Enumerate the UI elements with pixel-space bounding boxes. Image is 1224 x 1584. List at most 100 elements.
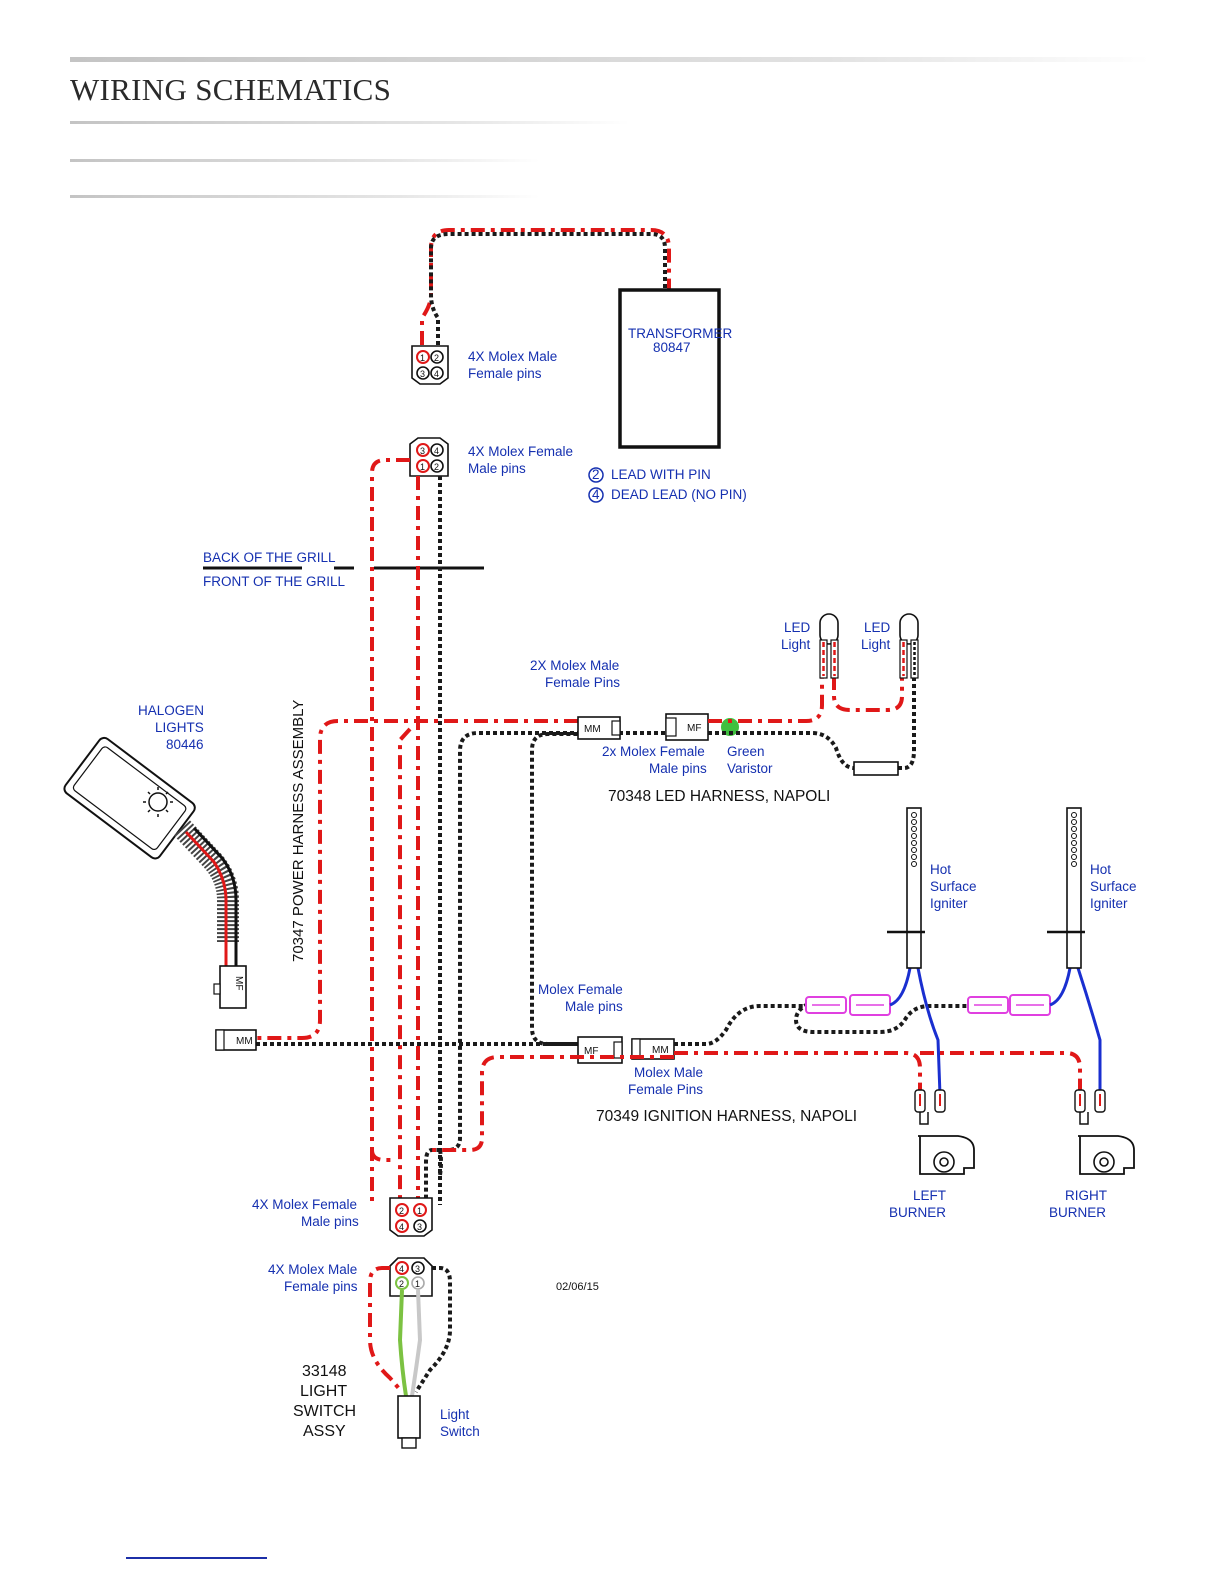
- pin-1: 1: [415, 1279, 420, 1289]
- led-light-2-label-1: LED: [864, 620, 891, 635]
- pin-2: 2: [399, 1279, 404, 1289]
- mm-led-connector: MM: [577, 716, 621, 740]
- footer-link-underline: [126, 1557, 267, 1559]
- mm-halogen-tag: MM: [236, 1036, 253, 1047]
- pin-4: 4: [434, 369, 439, 379]
- igniter-left-label-2: Surface: [930, 879, 977, 894]
- mm-led-tag: MM: [584, 724, 601, 735]
- front-of-grill-label: FRONT OF THE GRILL: [203, 574, 346, 589]
- led-light-1: [819, 613, 839, 679]
- halogen-label-3: 80446: [166, 737, 204, 752]
- legend-pin-number: 2: [592, 467, 600, 482]
- igniter-left-label-1: Hot: [930, 862, 951, 877]
- led-light-1-label-2: Light: [781, 637, 811, 652]
- pin-legend: 2 LEAD WITH PIN 4 DEAD LEAD (NO PIN): [588, 467, 747, 503]
- transformer-part: 80847: [653, 340, 691, 355]
- header-rule-1: [70, 121, 630, 124]
- halogen-red-wire: [256, 719, 578, 1040]
- pin-1: 1: [420, 462, 425, 472]
- left-burner-label-1: LEFT: [913, 1188, 946, 1203]
- hot-surface-igniter-right: [1047, 807, 1085, 969]
- header-rule-top: [70, 57, 1150, 62]
- switch-assy-label-4: ASSY: [303, 1423, 346, 1440]
- right-burner-label-2: BURNER: [1049, 1205, 1106, 1220]
- mf-led-tag: MF: [687, 723, 701, 734]
- pin-3: 3: [417, 1222, 422, 1232]
- molex-female-mid-label-2: Male pins: [565, 999, 623, 1014]
- pin-3: 3: [420, 446, 425, 456]
- halogen-bulb-icon: [143, 787, 173, 817]
- pin-3: 3: [415, 1264, 420, 1274]
- pin-4: 4: [399, 1264, 404, 1274]
- switch-green-wire: [397, 1289, 408, 1397]
- pin-2: 2: [399, 1206, 404, 1216]
- switch-assy-label-3: SWITCH: [293, 1403, 356, 1420]
- mf-ignition-connector: MF: [577, 1036, 623, 1064]
- pin-4: 4: [434, 446, 439, 456]
- molex-2x-female-label-2: Male pins: [649, 761, 707, 776]
- transformer-loop-wires: [420, 228, 671, 345]
- halogen-label-1: HALOGEN: [138, 703, 204, 718]
- light-switch: [397, 1395, 421, 1449]
- pin-3: 3: [420, 369, 425, 379]
- halogen-light-fixture: [63, 736, 196, 860]
- molex-bot-male-label-2: Female pins: [284, 1279, 358, 1294]
- pin-2: 2: [434, 353, 439, 363]
- legend-dead-text: DEAD LEAD (NO PIN): [611, 487, 747, 502]
- blue-wire-left-2: [916, 967, 942, 1096]
- mf-ign-tag: MF: [584, 1046, 598, 1057]
- molex-male-mid-label-2: Female Pins: [628, 1082, 703, 1097]
- hot-surface-igniter-left: [887, 807, 925, 969]
- ignition-black-return: [530, 732, 580, 1046]
- led-black-wire: [424, 731, 665, 1205]
- pin-1: 1: [420, 353, 425, 363]
- molex-2x-female-label-1: 2x Molex Female: [602, 744, 705, 759]
- power-harness-label: 70347 POWER HARNESS ASSEMBLY: [290, 700, 307, 962]
- halogen-label-2: LIGHTS: [155, 720, 204, 735]
- ignition-terminal-right: [967, 994, 1051, 1016]
- led-light-1-label-1: LED: [784, 620, 811, 635]
- igniter-right-label-1: Hot: [1090, 862, 1111, 877]
- mm-halogen-connector: MM: [215, 1029, 257, 1051]
- power-harness-trunk: [370, 458, 443, 1205]
- molex-top-female-label-2: Male pins: [468, 461, 526, 476]
- blue-wire-left-1: [889, 967, 912, 1007]
- molex-top-male-label-1: 4X Molex Male: [468, 349, 557, 364]
- molex-top-male-label-2: Female pins: [468, 366, 542, 381]
- igniter-left-label-3: Igniter: [930, 896, 968, 911]
- ignition-terminal-left: [805, 994, 891, 1016]
- led-resistor: [853, 761, 899, 776]
- light-switch-label-1: Light: [440, 1407, 470, 1422]
- legend-pin-text: LEAD WITH PIN: [611, 467, 711, 482]
- igniter-right-label-2: Surface: [1090, 879, 1137, 894]
- molex-2x-male-label-1: 2X Molex Male: [530, 658, 619, 673]
- molex-top-male-connector: 1 2 3 4: [411, 345, 449, 385]
- ignition-black-1: [674, 1004, 808, 1046]
- right-burner-valve: [1074, 1089, 1135, 1175]
- page-title: WIRING SCHEMATICS: [70, 72, 392, 107]
- switch-red-wire: [368, 1266, 404, 1394]
- molex-bot-female-label-1: 4X Molex Female: [252, 1197, 357, 1212]
- led-harness-label: 70348 LED HARNESS, NAPOLI: [608, 788, 830, 805]
- header-rule-3: [70, 195, 540, 198]
- ignition-black-2: [793, 1002, 968, 1034]
- blue-wire-right-1: [1049, 967, 1072, 1007]
- halogen-sleeved-cable: MF: [173, 820, 247, 1009]
- left-burner-valve: [914, 1089, 975, 1175]
- back-of-grill-label: BACK OF THE GRILL: [203, 550, 336, 565]
- molex-bot-male-label-1: 4X Molex Male: [268, 1262, 357, 1277]
- mf-led-connector: MF: [665, 713, 709, 741]
- ignition-red-left: [674, 1051, 922, 1090]
- header-rule-2: [70, 159, 540, 162]
- pin-4: 4: [399, 1222, 404, 1232]
- molex-female-mid-label-1: Molex Female: [538, 982, 623, 997]
- igniter-right-label-3: Igniter: [1090, 896, 1128, 911]
- switch-black-wire: [414, 1266, 452, 1394]
- transformer-name: TRANSFORMER: [628, 326, 733, 341]
- transformer-box: [618, 288, 721, 449]
- ignition-red-right: [920, 1051, 1082, 1090]
- blue-wire-right-2: [1076, 967, 1102, 1095]
- switch-assy-label-2: LIGHT: [300, 1383, 347, 1400]
- molex-top-female-connector: 3 4 1 2: [409, 437, 449, 477]
